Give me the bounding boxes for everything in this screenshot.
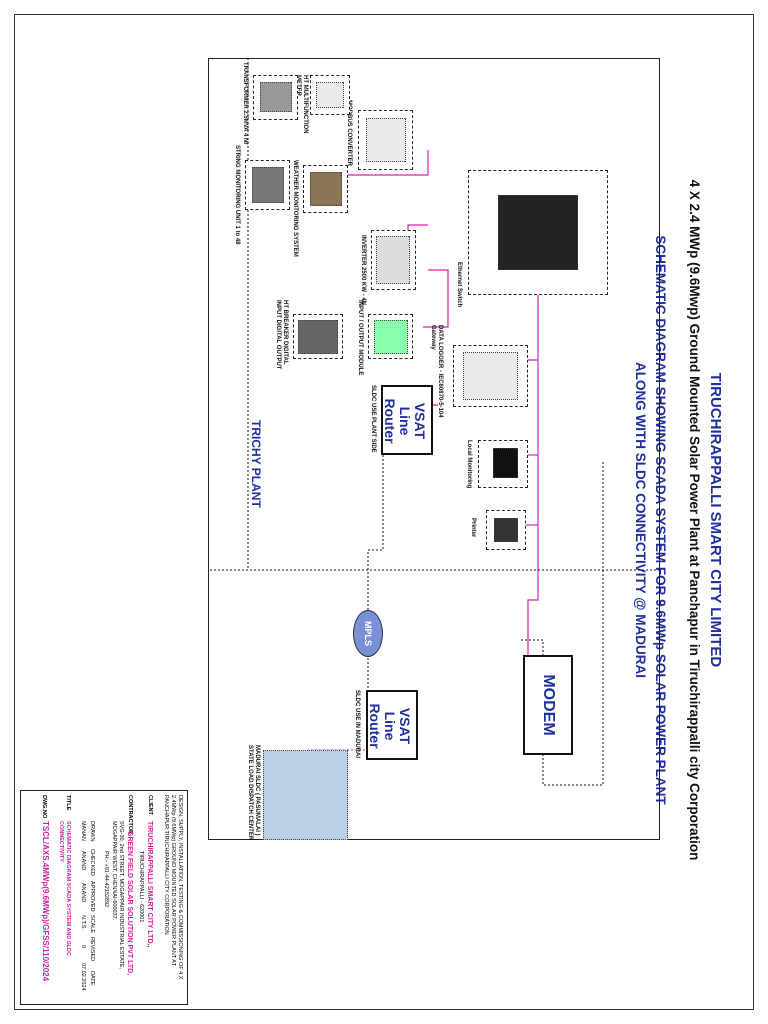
transformer-label: TRANSFORMER 2.5MVA 4 Nr [242, 62, 248, 145]
line-vsat-mpls [367, 455, 384, 630]
ethernet-switch-label: Ethernet Switch [456, 262, 462, 308]
io-module-image [374, 320, 408, 354]
data-logger-image [463, 352, 518, 400]
tb-drawn: MANAN [80, 821, 86, 841]
tb-client-addr: TIRUCHIRAPPALLI - 620001 [138, 851, 144, 923]
tb-contractor-addr: SVG-30, 2nd STREET, MOGAPPAIR INDUSTRIAL… [111, 821, 124, 970]
tb-drawn-label: DRAWN [89, 821, 95, 842]
weather-image [310, 172, 342, 206]
tb-approved: ANAND [80, 883, 86, 903]
tb-approved-label: APPROVED [89, 881, 95, 912]
modbus-converter-image [366, 118, 406, 162]
tb-scale-label: SCALE [89, 915, 95, 934]
modem-box: MODEM [523, 655, 573, 755]
vsat-plant-note: SLDC USE PLANT SIDE [370, 385, 376, 453]
smu-image [252, 167, 284, 203]
tb-contractor: GREEN FIELD SOLAR SOLUTION PVT LTD, [126, 831, 133, 976]
vsat-sldc-note: SLDC USE IN MADURAI [354, 690, 360, 759]
tb-client-label: CLIENT [147, 795, 153, 815]
title-block: DESIGN, SUPPLY, INSTALLATION, TESTING & … [20, 790, 188, 1005]
weather-label: WEATHER MONITORING SYSTEM [292, 160, 298, 257]
line-switch-io [423, 269, 449, 328]
ht-breaker-image [298, 320, 338, 354]
tb-date: 07.02.2024 [80, 963, 86, 991]
printer-label: Printer [470, 518, 476, 538]
smu-label: STRING MONITORING UNIT 1 to 48 [234, 145, 240, 245]
ethernet-switch-image [498, 195, 578, 270]
tb-contractor-label: CONTRACTOR [127, 795, 133, 835]
sldc-center-image [263, 750, 348, 840]
mpls-cloud: MPLS [353, 610, 383, 657]
ht-breaker-label: HT BREAKER DIGITAL INPUT DIGITAL OUTPUT [275, 300, 288, 370]
local-monitoring-label: Local Monitoring [466, 440, 472, 489]
io-module-label: INPUT / OUTPUT MODULE [357, 300, 363, 376]
tb-checked-label: CHECKED [89, 849, 95, 876]
vsat-router-sldc: VSAT Line Router [366, 690, 418, 760]
tb-revised: 0 [80, 945, 86, 949]
tb-revised-label: REVISED [89, 937, 95, 962]
trichy-plant-label: TRICHY PLANT [249, 420, 263, 508]
tb-title: SCHEMATIC DIAGRAM SCADA SYSTEM AND SLDC … [58, 821, 71, 956]
sldc-center-label: MADURAI SLDC ( PASUMALAI ) STATE LOAD DI… [247, 745, 260, 841]
transformer-image [260, 82, 292, 112]
monitor-image [493, 448, 518, 478]
ht-meter-image [316, 82, 344, 108]
tb-client: TIRUCHIRAPPALLI SMART CITY LTD., [146, 821, 153, 948]
tb-checked: ANAND [80, 851, 86, 871]
tb-title-label: TITLE [65, 795, 71, 811]
vsat-router-sldc-label: VSAT Line Router [367, 703, 413, 749]
tb-dwg-no: TSCL/AXS.4MWp(9.6MWp)/GFSS/110/2024 [41, 821, 50, 982]
vsat-router-plant-label: VSAT Line Router [382, 398, 428, 444]
tb-date-label: DATE [89, 971, 95, 986]
line-switch-modbus [338, 150, 429, 176]
mpls-label: MPLS [363, 620, 373, 646]
modem-label: MODEM [540, 674, 557, 736]
printer-image [494, 518, 518, 542]
vsat-router-plant: VSAT Line Router [381, 385, 433, 455]
tb-dwg-label: DWG.NO [41, 795, 47, 819]
inverter-label: INVERTER 2500 KW - 4N [360, 235, 366, 306]
tb-work: DESIGN, SUPPLY, INSTALLATION, TESTING & … [163, 795, 183, 980]
inverter-image [376, 236, 410, 284]
tb-contractor-ph: PH:- +91-44-42152892 [103, 851, 109, 908]
tb-scale: N.T.S. [80, 915, 86, 930]
